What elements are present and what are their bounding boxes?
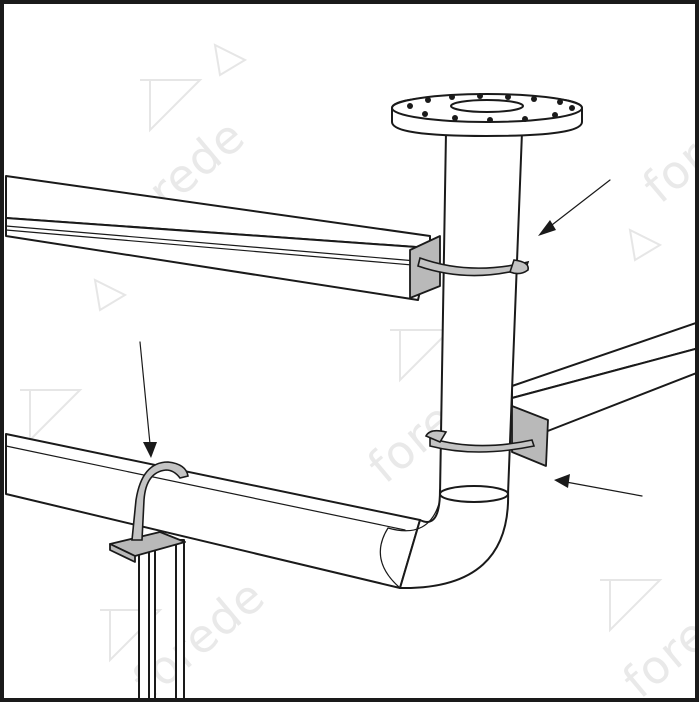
- watermark-chevron: [628, 228, 663, 262]
- callout-arrows: [139, 179, 643, 497]
- arrow-left-clamp: [139, 341, 157, 458]
- watermark-text: forede: [612, 568, 699, 702]
- watermark-text: forede: [632, 73, 699, 213]
- watermark-chevron: [20, 389, 83, 443]
- watermark-chevron: [140, 79, 203, 133]
- watermark-chevron: [600, 579, 663, 633]
- horizontal-pipe: [5, 433, 421, 589]
- left-base-plate: [109, 531, 186, 563]
- arrow-lower-clamp: [554, 474, 643, 497]
- upper-clamp-assembly: [409, 235, 530, 299]
- watermark-chevron: [100, 609, 163, 663]
- left-u-clamp: [131, 461, 189, 541]
- watermark-chevron: [93, 278, 128, 312]
- watermark-chevron: [390, 329, 453, 383]
- pipe-elbow: [379, 489, 510, 590]
- watermark-chevron: [213, 43, 248, 77]
- upper-beam: [5, 175, 431, 301]
- arrow-upper-clamp: [538, 179, 611, 236]
- flange-bolt-holes: [407, 93, 575, 123]
- top-flange: [391, 93, 583, 137]
- lower-clamp-assembly: [424, 405, 549, 467]
